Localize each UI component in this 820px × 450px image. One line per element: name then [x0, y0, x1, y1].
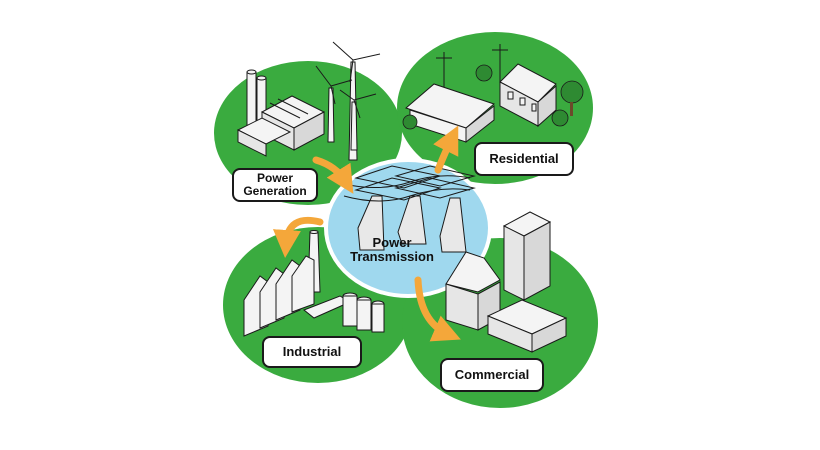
commercial-label-text: Commercial — [454, 366, 530, 382]
commercial-label: Commercial — [440, 358, 544, 392]
power-transmission-label: Power Transmission — [340, 232, 444, 268]
power-transmission-label-line1: Power — [372, 234, 412, 250]
power-plant-illustration — [236, 69, 326, 157]
arrow-transmission-to-industrial — [272, 216, 324, 258]
power-generation-label: Power Generation — [232, 168, 318, 202]
power-generation-label-line2: Generation — [243, 184, 307, 198]
arrow-generation-to-transmission — [312, 156, 354, 194]
arrow-transmission-to-commercial — [414, 276, 461, 342]
residential-label: Residential — [474, 142, 574, 176]
arrow-transmission-to-residential — [433, 125, 459, 174]
flow-arrows — [272, 125, 461, 342]
commercial-buildings-illustration — [445, 211, 568, 353]
power-transmission-label-line2: Transmission — [350, 249, 434, 264]
power-generation-label-line1: Power — [256, 170, 293, 185]
transmission-towers-illustration — [343, 165, 476, 253]
residential-label-text: Residential — [489, 150, 559, 166]
industrial-label-text: Industrial — [282, 343, 342, 359]
industrial-label: Industrial — [262, 336, 362, 368]
trees-illustration — [402, 64, 584, 130]
wind-turbine-icon — [315, 41, 381, 161]
factory-illustration — [243, 230, 385, 337]
